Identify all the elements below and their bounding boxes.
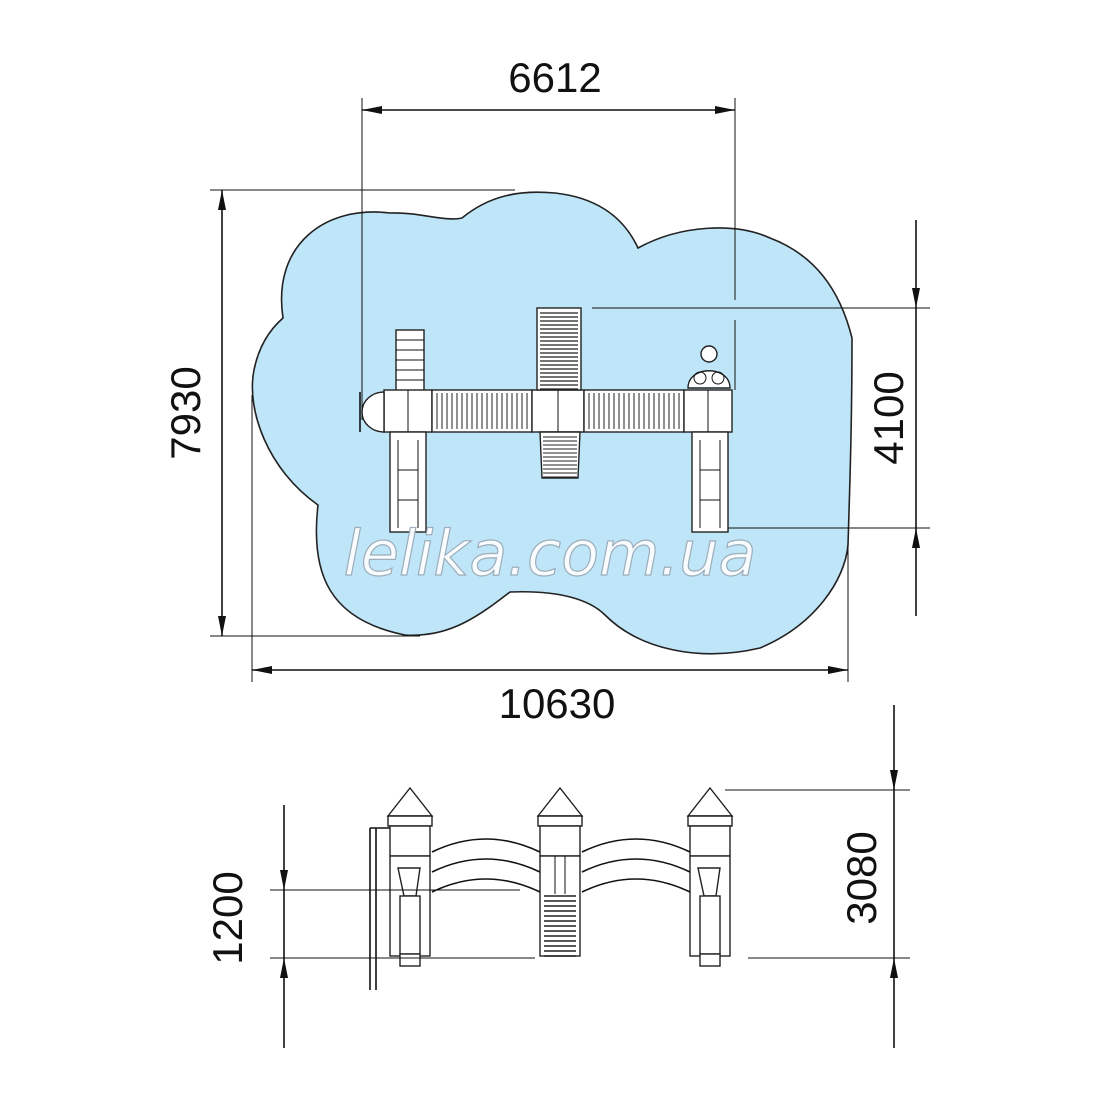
climbing-wall-top — [540, 312, 578, 390]
dimension-top-width: 6612 — [361, 54, 736, 420]
dim-label-3080: 3080 — [838, 831, 885, 924]
dimension-platform-height: 1200 — [204, 805, 535, 1048]
bridge-slats-right — [588, 393, 680, 429]
bridge-slats-left — [436, 393, 528, 429]
watermark-text: lelika.com.ua — [344, 517, 757, 590]
plan-view-equipment — [359, 307, 733, 533]
dim-label-7930: 7930 — [162, 366, 209, 459]
dim-label-4100: 4100 — [865, 371, 912, 464]
dimension-side-span: 4100 — [592, 220, 930, 616]
dim-label-10630: 10630 — [499, 680, 616, 727]
center-stairs — [543, 436, 577, 478]
side-elevation-view — [369, 786, 734, 990]
dim-label-6612: 6612 — [508, 54, 601, 101]
dimension-overall-height: 7930 — [162, 189, 515, 637]
dimension-total-height: 3080 — [725, 705, 910, 1048]
dimension-overall-width: 10630 — [251, 395, 849, 727]
dim-label-1200: 1200 — [204, 871, 251, 964]
elevation-stairs — [544, 895, 576, 957]
